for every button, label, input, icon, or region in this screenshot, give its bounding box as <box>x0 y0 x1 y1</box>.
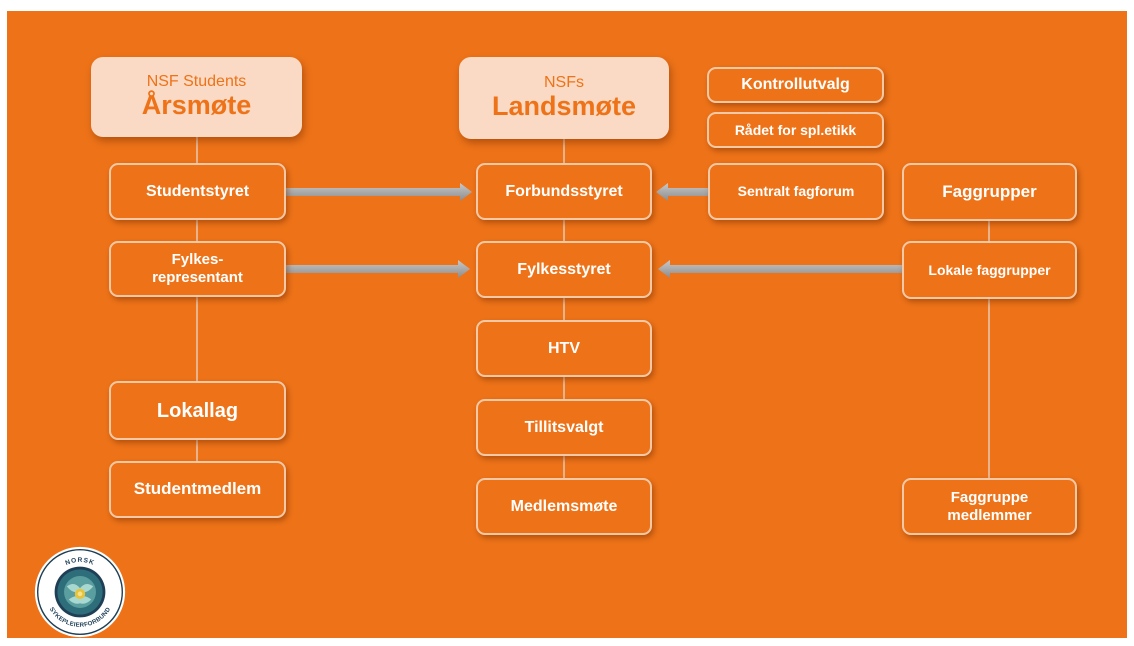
radet-box: Rådet for spl.etikk <box>707 112 884 148</box>
fylkesrepresentant-box: Fylkes- representant <box>109 241 286 297</box>
arrow-sentralt-forbundsstyret <box>656 183 708 201</box>
htv-box: HTV <box>476 320 652 377</box>
arsmote-box: NSF Students Årsmøte <box>91 57 302 137</box>
arsmote-subtitle: NSF Students <box>146 73 247 91</box>
arrow-fylkesrep-fylkesstyret <box>286 260 470 278</box>
lokale-faggrupper-box: Lokale faggrupper <box>902 241 1077 299</box>
lokallag-box: Lokallag <box>109 381 286 440</box>
sentralt-fagforum-box: Sentralt fagforum <box>708 163 884 220</box>
forbundsstyret-box: Forbundsstyret <box>476 163 652 220</box>
tillitsvalgt-box: Tillitsvalgt <box>476 399 652 456</box>
studentstyret-label: Studentstyret <box>145 182 250 200</box>
fylkesrepresentant-label-line1: Fylkes- <box>171 251 224 268</box>
landsmote-title: Landsmøte <box>491 90 637 121</box>
forbundsstyret-label: Forbundsstyret <box>505 182 623 200</box>
arrow-studentstyret-forbundsstyret <box>286 183 472 201</box>
faggrupper-label: Faggrupper <box>942 181 1037 201</box>
studentmedlem-label: Studentmedlem <box>133 479 262 499</box>
studentstyret-box: Studentstyret <box>109 163 286 220</box>
svg-text:NORSK: NORSK <box>64 557 95 567</box>
fylkesstyret-box: Fylkesstyret <box>476 241 652 298</box>
logo-top-text: NORSK <box>64 557 94 567</box>
medlemsmote-box: Medlemsmøte <box>476 478 652 535</box>
fylkesstyret-label: Fylkesstyret <box>517 260 611 278</box>
lokale-faggrupper-label: Lokale faggrupper <box>928 261 1051 278</box>
faggruppe-medlemmer-label-line1: Faggruppe <box>950 488 1029 506</box>
arsmote-title: Årsmøte <box>141 89 252 120</box>
sentralt-fagforum-label: Sentralt fagforum <box>737 183 855 200</box>
landsmote-box: NSFs Landsmøte <box>459 57 669 139</box>
htv-label: HTV <box>548 339 580 357</box>
faggrupper-box: Faggrupper <box>902 163 1077 221</box>
radet-label: Rådet for spl.etikk <box>734 121 857 138</box>
medlemsmote-label: Medlemsmøte <box>510 497 618 515</box>
faggruppe-medlemmer-box: Faggruppe medlemmer <box>902 478 1077 535</box>
landsmote-subtitle: NSFs <box>544 74 584 92</box>
logo-emblem-icon <box>64 576 96 608</box>
nsf-logo-seal: NORSK SYKEPLEIERFORBUND <box>34 546 126 638</box>
kontrollutvalg-label: Kontrollutvalg <box>741 76 850 94</box>
kontrollutvalg-box: Kontrollutvalg <box>707 67 884 103</box>
fylkesrepresentant-label-line2: representant <box>152 269 243 286</box>
studentmedlem-box: Studentmedlem <box>109 461 286 518</box>
tillitsvalgt-label: Tillitsvalgt <box>524 418 604 436</box>
faggruppe-medlemmer-label-line2: medlemmer <box>947 506 1032 524</box>
lokallag-label: Lokallag <box>156 399 239 422</box>
arrow-lokale-fylkesstyret <box>658 260 902 278</box>
